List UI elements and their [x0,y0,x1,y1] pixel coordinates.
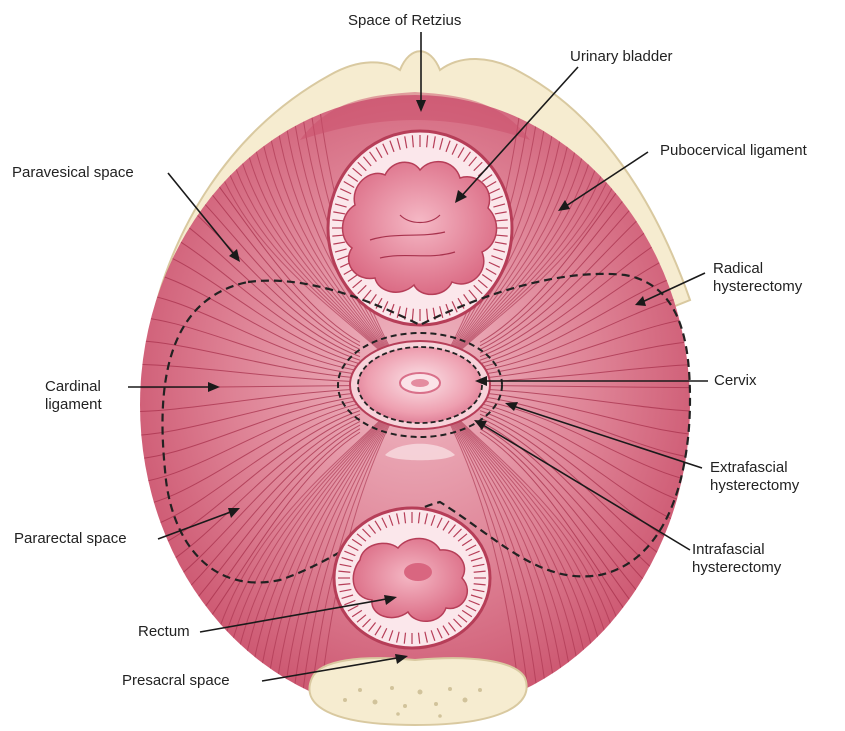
bladder-lumen [343,162,497,295]
label-intrafascial-line2: hysterectomy [692,559,781,577]
label-cervix: Cervix [714,372,757,390]
label-extrafascial-line1: Extrafascial [710,459,799,477]
label-rectum: Rectum [138,623,190,641]
label-extrafascial-line2: hysterectomy [710,477,799,495]
label-urinary-bladder: Urinary bladder [570,48,673,66]
label-space-of-retzius: Space of Retzius [348,12,461,30]
label-radical-line1: Radical [713,260,802,278]
label-paravesical-space: Paravesical space [12,164,134,182]
label-pubocervical-ligament: Pubocervical ligament [660,142,807,160]
label-cardinal-line2: ligament [45,396,102,414]
label-extrafascial-hysterectomy: Extrafascial hysterectomy [710,459,799,495]
label-cardinal-line1: Cardinal [45,378,102,396]
label-cardinal-ligament: Cardinal ligament [45,378,102,414]
label-intrafascial-line1: Intrafascial [692,541,781,559]
label-pararectal-space: Pararectal space [14,530,127,548]
label-presacral-space: Presacral space [122,672,230,690]
label-radical-hysterectomy: Radical hysterectomy [713,260,802,296]
label-radical-line2: hysterectomy [713,278,802,296]
label-intrafascial-hysterectomy: Intrafascial hysterectomy [692,541,781,577]
rectum [334,508,490,648]
urinary-bladder [328,131,512,325]
